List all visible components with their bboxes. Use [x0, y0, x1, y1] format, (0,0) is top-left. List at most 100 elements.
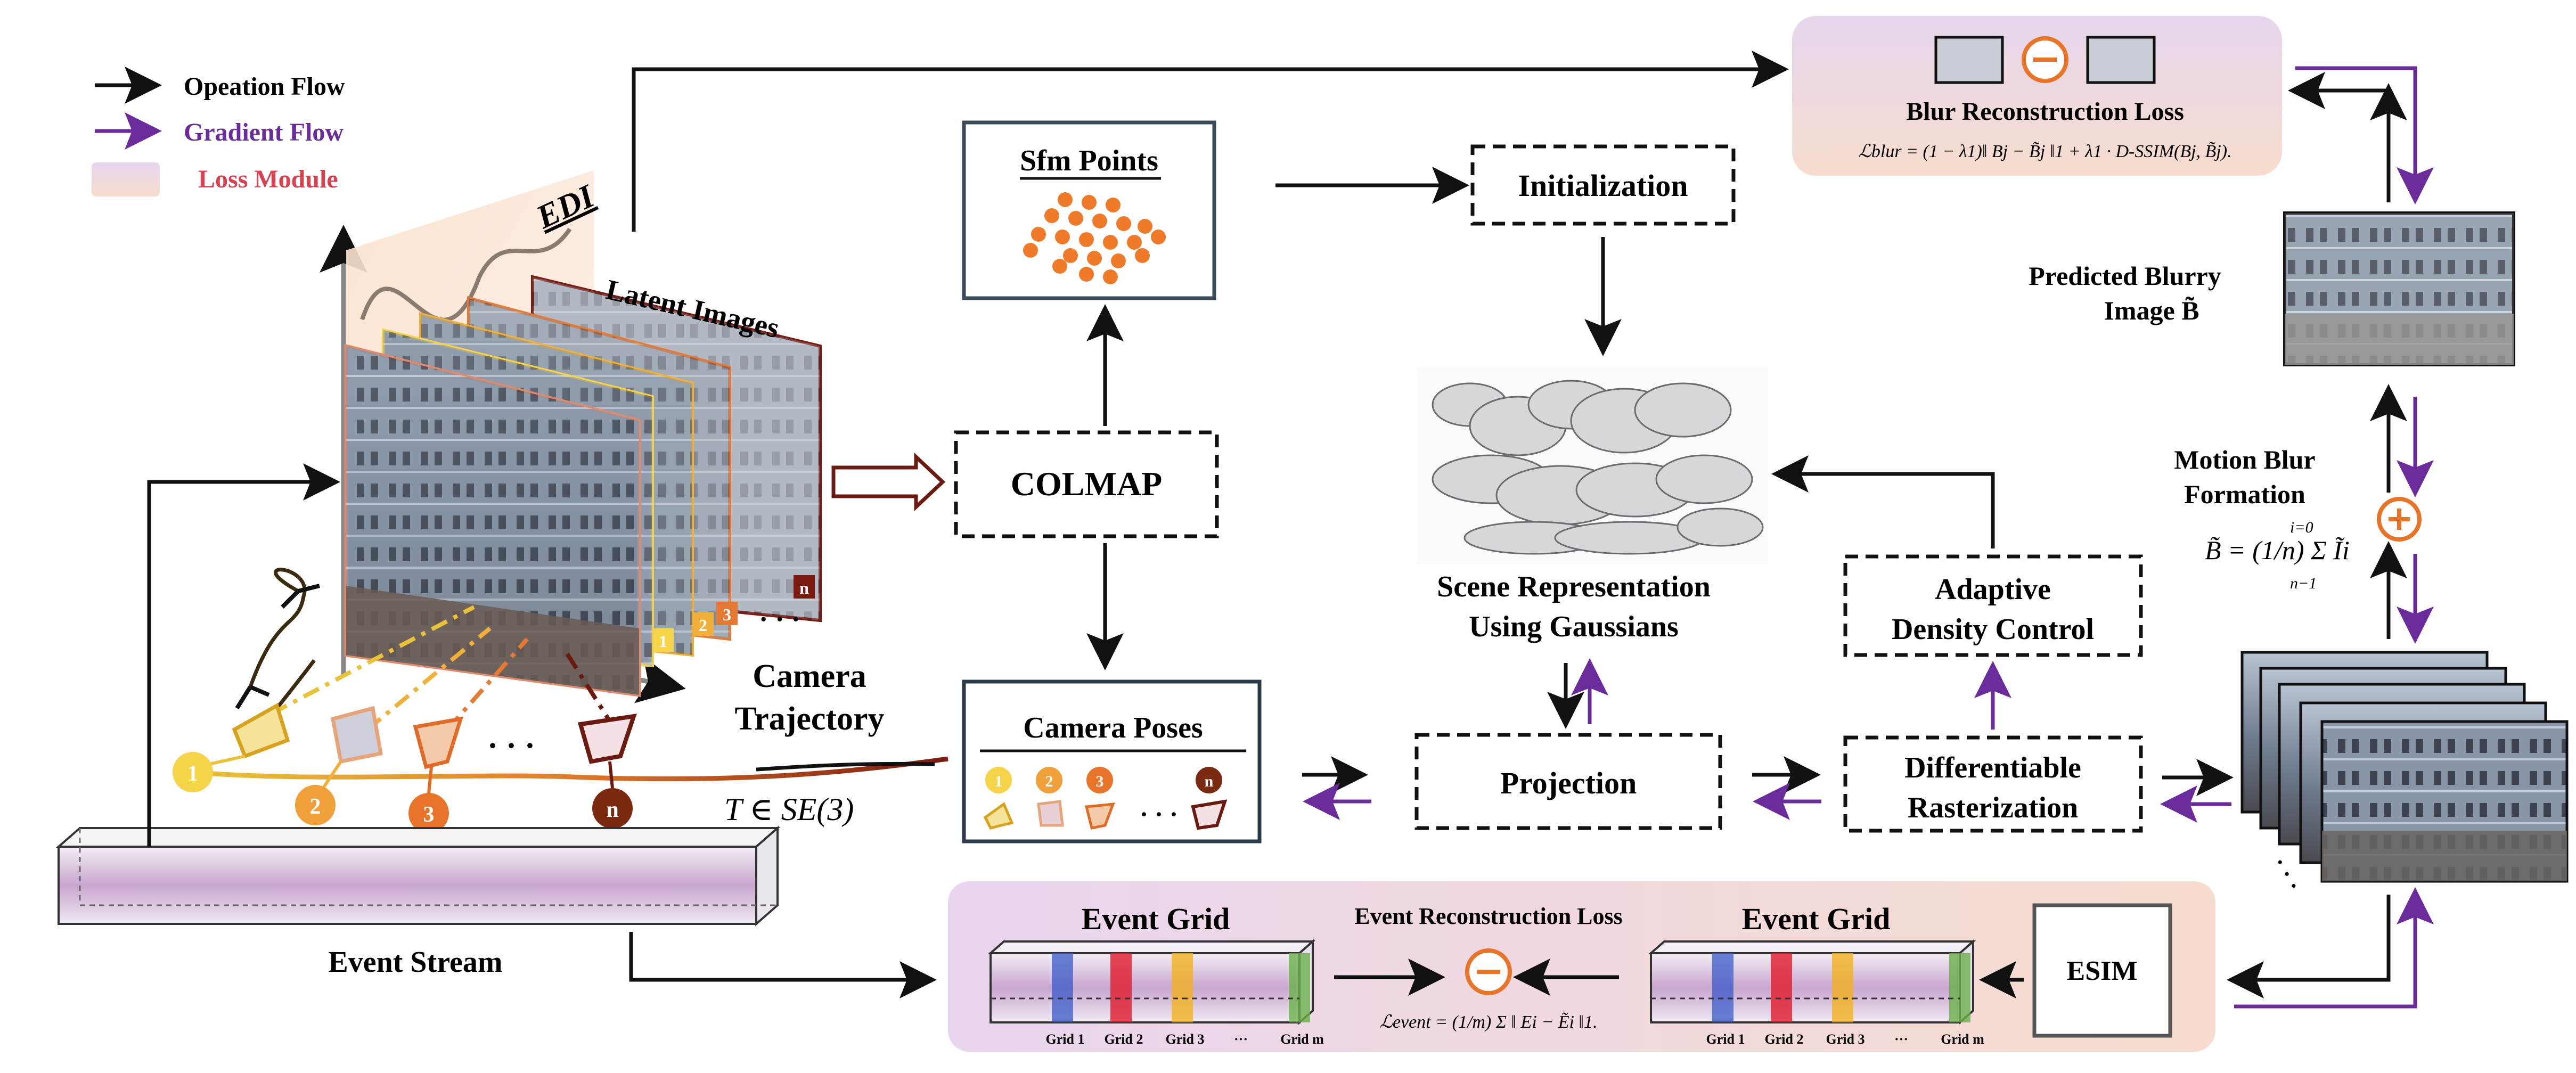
pose-dots: · · · — [1140, 800, 1178, 829]
sfm-point — [1068, 211, 1083, 226]
arrow-latent-to-blurloss — [632, 51, 1789, 232]
pose-marker-2 — [1036, 767, 1062, 793]
arrow-adaptive-to-gaussians — [1771, 455, 1995, 548]
grad-blurloss-to-predicted — [2295, 66, 2434, 204]
raster-label-line2: Rasterization — [1908, 791, 2078, 824]
gaussian-blob — [1634, 382, 1732, 438]
blur-loss-module: Blur Reconstruction Loss ℒblur = (1 − λ1… — [1792, 16, 2282, 176]
svg-text:···: ··· — [1894, 1031, 1908, 1047]
gaussian-scene-render — [1417, 367, 1768, 564]
svg-text:3: 3 — [423, 802, 435, 827]
svg-text:Grid m: Grid m — [1941, 1031, 1984, 1047]
sfm-point — [1106, 198, 1121, 212]
event-stream-label: Event Stream — [328, 946, 502, 979]
sfm-point — [1058, 192, 1073, 207]
sfm-point — [1116, 216, 1131, 231]
sfm-point — [1031, 227, 1046, 242]
colmap-box — [954, 430, 1219, 538]
camera-trajectory-label-line2: Trajectory — [734, 701, 884, 737]
trajectory-top-curve — [248, 568, 307, 688]
predicted-label-line2: Image B̃ — [2104, 296, 2199, 325]
svg-text:···: ··· — [1234, 1031, 1248, 1047]
trajectory-node-1 — [173, 752, 213, 792]
camera-trajectory: · · · 1 2 3 n Camera Trajectory T ∈ SE(3… — [173, 568, 948, 833]
sfm-point — [1111, 253, 1126, 268]
blur-loss-background — [1792, 16, 2282, 176]
rendered-image-stack: · · · — [2240, 651, 2569, 896]
sfm-point — [1138, 219, 1152, 234]
svg-text:Grid 2: Grid 2 — [1105, 1031, 1143, 1047]
initialization-label: Initialization — [1518, 168, 1688, 203]
grid-slice-green — [1289, 953, 1310, 1022]
svg-text:Grid m: Grid m — [1280, 1031, 1324, 1047]
motion-sum-top: i=0 — [2290, 519, 2313, 536]
svg-text:n: n — [606, 798, 618, 822]
svg-text:3: 3 — [1096, 773, 1104, 790]
sfm-point — [1079, 267, 1094, 282]
pose-marker-n — [1196, 767, 1222, 793]
trajectory-node-2 — [295, 785, 336, 825]
frame-badge-n — [794, 575, 815, 599]
event-grid-left: Grid 1 Grid 2 Grid 3 ··· Grid m — [987, 939, 1324, 1047]
trajectory-camera-2-icon — [330, 706, 383, 764]
camera-poses-label: Camera Poses — [1023, 711, 1203, 744]
adaptive-label-line1: Adaptive — [1935, 573, 2051, 606]
trajectory-camera-n-icon — [577, 714, 637, 764]
colmap-label: COLMAP — [1011, 465, 1162, 503]
trajectory-camera-3-icon — [413, 716, 464, 769]
legend-loss-label: Loss Module — [198, 165, 338, 193]
sfm-point — [1127, 235, 1142, 250]
sfm-point — [1082, 195, 1097, 210]
frame-badge-2 — [692, 612, 714, 636]
sfm-point — [1103, 269, 1118, 284]
sfm-points-box: Sfm Points — [962, 120, 1216, 300]
grid-slice-red — [1110, 953, 1132, 1022]
legend: Opeation Flow Gradient Flow Loss Module — [92, 67, 345, 196]
arrow-events-to-latent — [147, 463, 340, 847]
sfm-point-cloud — [1023, 192, 1166, 284]
trajectory-node-3 — [408, 793, 449, 833]
grad-esim-to-rendered — [2234, 887, 2434, 1009]
camera-trajectory-label-line1: Camera — [753, 658, 866, 694]
event-loss-title: Event Reconstruction Loss — [1354, 903, 1623, 929]
hollow-arrow-to-colmap — [831, 452, 946, 512]
motion-blur-formula: B̃ = (1/n) Σ Ĩi — [2205, 535, 2350, 565]
frame-badge-1 — [652, 628, 674, 652]
sfm-point — [1023, 243, 1038, 258]
svg-text:Grid 3: Grid 3 — [1166, 1031, 1205, 1047]
arrow-events-to-eventgrid — [629, 932, 937, 998]
projection-box — [1414, 733, 1722, 830]
gaussian-blob — [1677, 507, 1764, 547]
trajectory-camera-1-icon — [232, 702, 290, 759]
svg-text:1: 1 — [187, 761, 199, 786]
rasterization-box — [1843, 735, 2143, 833]
pose-marker-3 — [1086, 767, 1113, 793]
sfm-point — [1044, 208, 1059, 223]
svg-text:Grid 1: Grid 1 — [1706, 1031, 1745, 1047]
trajectory-node-n — [592, 788, 633, 829]
svg-text:n: n — [799, 578, 809, 597]
svg-text:2: 2 — [1045, 773, 1053, 790]
trajectory-curve — [191, 756, 948, 782]
svg-text:Grid 3: Grid 3 — [1826, 1031, 1865, 1047]
svg-text:1: 1 — [995, 773, 1003, 790]
adaptive-density-box — [1843, 554, 2143, 657]
svg-text:n: n — [1205, 773, 1214, 790]
sfm-point — [1052, 259, 1067, 274]
predicted-label-line1: Predicted Blurry — [2029, 261, 2221, 291]
event-stream-volume — [58, 846, 757, 925]
legend-gradient-label: Gradient Flow — [184, 118, 344, 146]
sfm-point — [1151, 230, 1166, 244]
svg-text:1: 1 — [659, 632, 667, 651]
legend-operation-label: Opeation Flow — [184, 72, 345, 101]
esim-box — [2032, 903, 2172, 1038]
grid-slice-yellow — [1172, 953, 1193, 1022]
edi-curve — [360, 227, 572, 322]
pose-camera-1-icon — [983, 802, 1014, 830]
event-loss-module: Event Grid Grid 1 Grid 2 Grid 3 ··· Grid… — [948, 881, 2215, 1052]
event-grid-right-label: Event Grid — [1742, 902, 1891, 936]
blur-loss-formula: ℒblur = (1 − λ1)‖ Bj − B̃j ‖1 + λ1 · D-S… — [1858, 141, 2231, 161]
projection-label: Projection — [1500, 766, 1637, 800]
arrow-rendered-to-esim — [2227, 895, 2391, 998]
